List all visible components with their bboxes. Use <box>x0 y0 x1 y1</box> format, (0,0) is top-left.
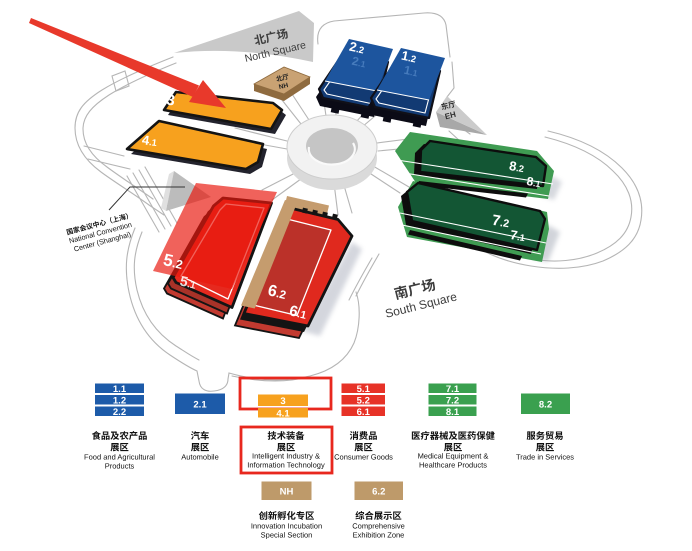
svg-text:2.1: 2.1 <box>193 399 207 410</box>
svg-text:Consumer Goods: Consumer Goods <box>334 453 393 462</box>
svg-text:Healthcare Products: Healthcare Products <box>419 461 487 470</box>
svg-text:6.1: 6.1 <box>357 407 371 418</box>
svg-text:2.1: 2.1 <box>351 54 368 71</box>
svg-text:8.2: 8.2 <box>539 399 552 410</box>
svg-text:Innovation Incubation: Innovation Incubation <box>251 522 322 531</box>
svg-text:Exhibition Zone: Exhibition Zone <box>353 531 405 540</box>
svg-text:5.2: 5.2 <box>357 395 370 406</box>
svg-text:Intelligent Industry &: Intelligent Industry & <box>252 452 320 461</box>
svg-text:8.1: 8.1 <box>526 174 542 190</box>
svg-text:Special Section: Special Section <box>261 531 313 540</box>
svg-text:Medical Equipment &: Medical Equipment & <box>418 452 489 461</box>
svg-text:NH: NH <box>278 82 289 91</box>
svg-text:Trade in Services: Trade in Services <box>516 453 574 462</box>
svg-text:Automobile: Automobile <box>181 453 219 462</box>
svg-text:Comprehensive: Comprehensive <box>352 522 405 531</box>
svg-text:1.2: 1.2 <box>113 395 126 406</box>
svg-text:Information Technology: Information Technology <box>247 461 325 470</box>
svg-text:7.1: 7.1 <box>446 384 460 395</box>
svg-text:4.1: 4.1 <box>276 408 290 419</box>
svg-text:1.1: 1.1 <box>403 63 420 80</box>
svg-text:7.2: 7.2 <box>446 395 459 406</box>
svg-text:8.1: 8.1 <box>446 407 460 418</box>
svg-text:1.1: 1.1 <box>113 384 127 395</box>
svg-text:2.2: 2.2 <box>113 407 126 418</box>
svg-text:Products: Products <box>105 462 135 471</box>
svg-text:3: 3 <box>280 396 285 407</box>
svg-text:5.1: 5.1 <box>357 384 371 395</box>
svg-text:EH: EH <box>444 110 457 121</box>
svg-text:NH: NH <box>280 486 294 497</box>
svg-text:Food and Agricultural: Food and Agricultural <box>84 453 155 462</box>
svg-text:6.2: 6.2 <box>372 486 385 497</box>
svg-text:3: 3 <box>165 92 176 110</box>
